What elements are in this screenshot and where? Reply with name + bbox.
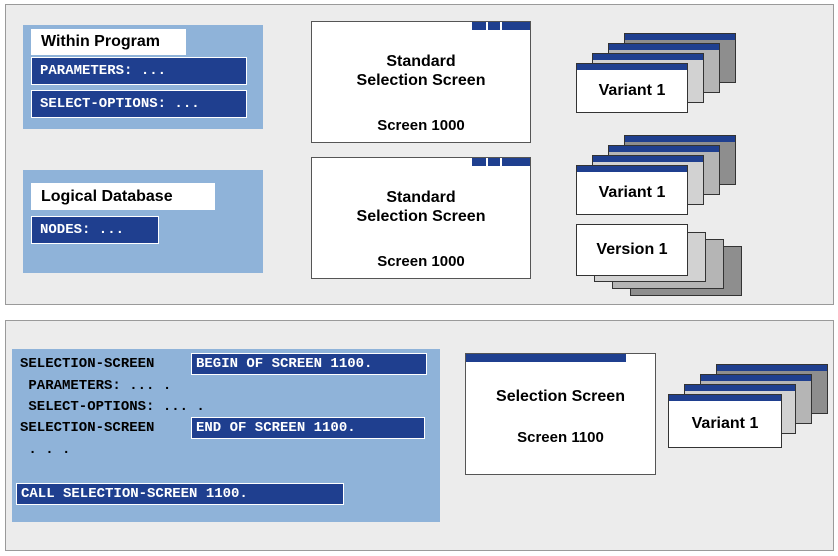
screen-number: Screen 1000 xyxy=(377,117,465,134)
code-line-1-prefix: SELECTION-SCREEN xyxy=(20,356,155,372)
screen-title: Standard Selection Screen xyxy=(356,53,486,89)
window-titlebar xyxy=(466,354,627,362)
standard-selection-screen-1: Standard Selection Screen Screen 1000 xyxy=(311,21,531,143)
screen-title: Standard Selection Screen xyxy=(356,189,486,225)
code-line-5: . . . xyxy=(20,442,71,458)
code-line-2: PARAMETERS: ... . xyxy=(20,378,172,394)
variant-card: Variant 1 xyxy=(576,63,688,113)
selection-screen-1100: Selection Screen Screen 1100 xyxy=(465,353,656,475)
nodes-code: NODES: ... xyxy=(31,216,159,244)
variant-stack-bottom: Variant 1 xyxy=(668,364,828,454)
screen-number: Screen 1000 xyxy=(377,253,465,270)
titlebar-divider xyxy=(640,354,642,362)
standard-selection-screen-2: Standard Selection Screen Screen 1000 xyxy=(311,157,531,279)
logical-database-label: Logical Database xyxy=(31,183,215,210)
within-program-label: Within Program xyxy=(31,29,186,55)
variant-label: Variant 1 xyxy=(691,415,759,432)
titlebar-divider xyxy=(500,22,502,30)
call-selection-screen-code: CALL SELECTION-SCREEN 1100. xyxy=(16,483,344,505)
variant-stack-2: Variant 1 xyxy=(576,135,736,225)
parameters-code: PARAMETERS: ... xyxy=(31,57,247,85)
screen-title: Selection Screen xyxy=(496,388,625,405)
variant-label: Variant 1 xyxy=(598,82,666,99)
titlebar-divider xyxy=(486,22,488,30)
code-line-3: SELECT-OPTIONS: ... . xyxy=(20,399,205,415)
titlebar-divider xyxy=(486,158,488,166)
select-options-code: SELECT-OPTIONS: ... xyxy=(31,90,247,118)
begin-of-screen-code: BEGIN OF SCREEN 1100. xyxy=(191,353,427,375)
version-label: Version 1 xyxy=(596,241,668,258)
variant-label: Variant 1 xyxy=(598,184,666,201)
titlebar-divider xyxy=(626,354,628,362)
variant-card: Variant 1 xyxy=(576,165,688,215)
titlebar-divider xyxy=(500,158,502,166)
variant-card: Variant 1 xyxy=(668,394,782,448)
variant-stack-1: Variant 1 xyxy=(576,33,736,123)
code-line-4-prefix: SELECTION-SCREEN xyxy=(20,420,155,436)
version-stack: Version 1 xyxy=(576,224,746,300)
version-card: Version 1 xyxy=(576,224,688,276)
screen-number: Screen 1100 xyxy=(517,429,604,446)
end-of-screen-code: END OF SCREEN 1100. xyxy=(191,417,425,439)
